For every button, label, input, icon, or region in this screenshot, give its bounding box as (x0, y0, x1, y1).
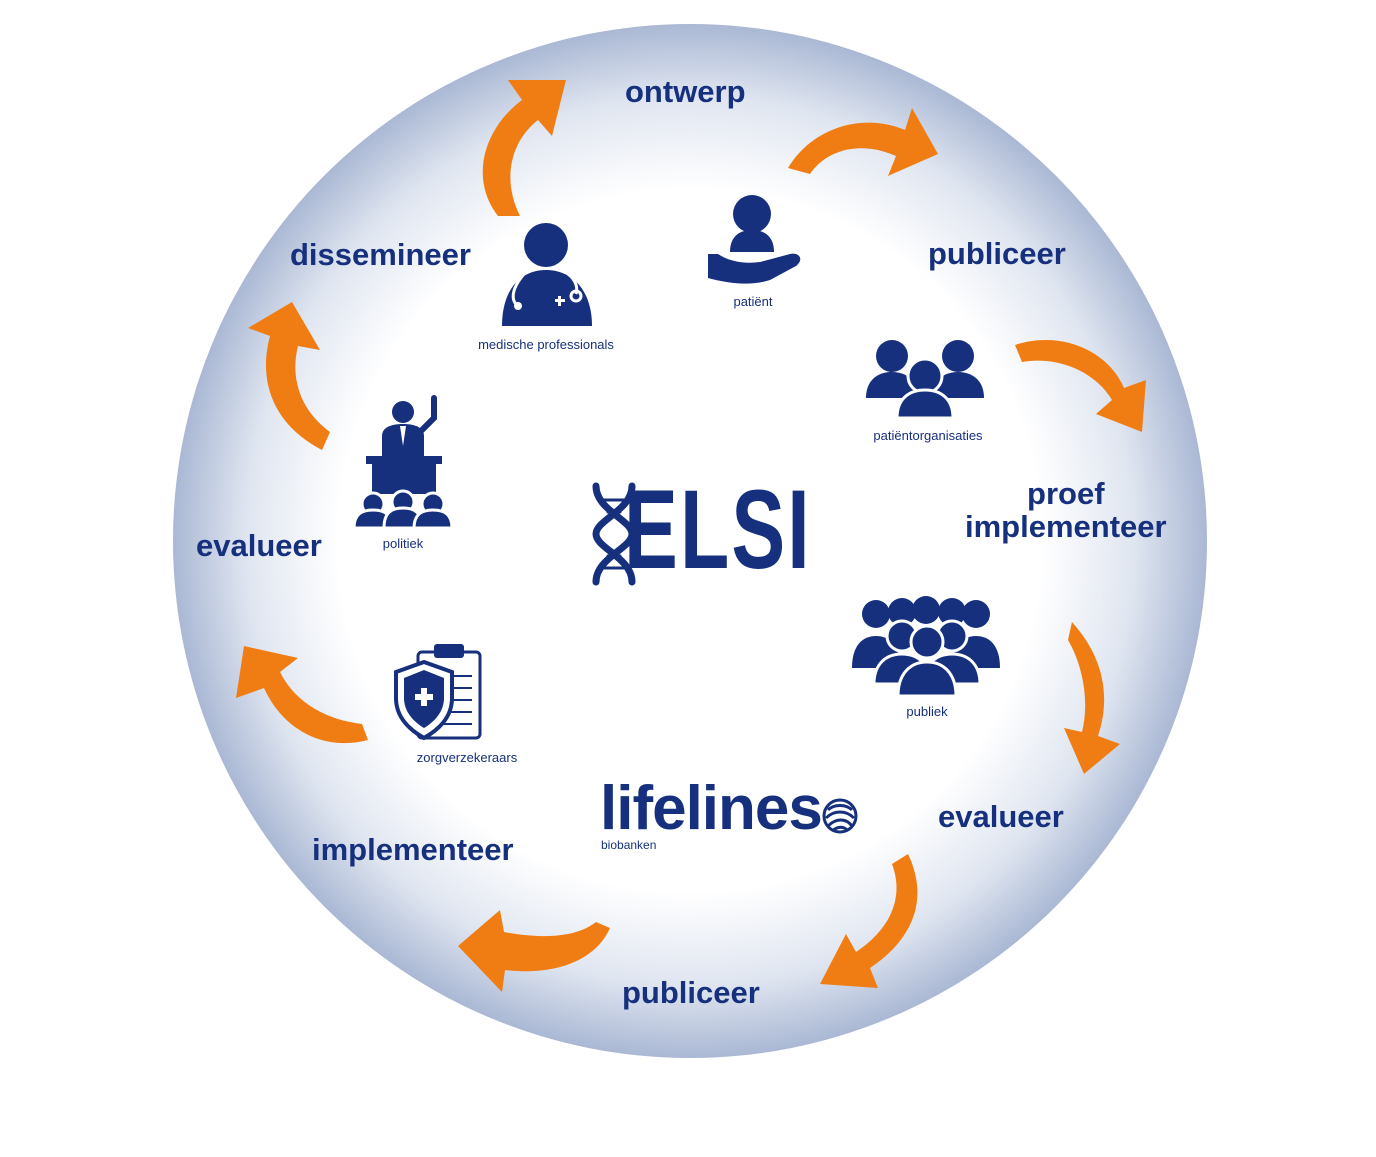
cycle-arrow (1015, 339, 1146, 432)
politician-podium-icon (352, 395, 454, 530)
cycle-arrow (248, 302, 330, 450)
caption-patientorganisaties: patiëntorganisaties (873, 428, 983, 443)
stage-publiceer-label: publiceer (928, 236, 1066, 271)
stage-evalueer-label: evalueer (938, 799, 1064, 834)
lifelines-logo-text: lifelines (600, 774, 823, 843)
cycle-arrow (820, 854, 918, 988)
patient-hand-icon (708, 195, 801, 284)
stage-implementeer-line: implementeer (965, 508, 1167, 544)
caption-medische-professionals: medische professionals (478, 337, 614, 352)
stage-implementeer-label: implementeer (312, 832, 514, 867)
stage-proef-line: proef (1027, 476, 1105, 511)
caption-politiek: politiek (382, 536, 424, 551)
cycle-arrow (1064, 622, 1120, 774)
stage-evalueer-label: evalueer (196, 528, 322, 563)
stage-proef-implementeer-label: proef implementeer (965, 476, 1167, 544)
caption-publiek: publiek (906, 704, 948, 719)
elsi-logo-text: ELSI (624, 467, 812, 592)
stage-ontwerp-label: ontwerp (625, 74, 746, 109)
stage-publiceer-label: publiceer (622, 975, 760, 1010)
caption-patient: patiënt (733, 294, 773, 309)
crowd-icon (852, 596, 1000, 698)
cycle-arrow (458, 910, 610, 992)
dna-helix-icon (592, 482, 636, 586)
cycle-arrow (236, 646, 368, 744)
lifelines-subtitle: biobanken (601, 838, 657, 852)
group-of-three-icon (866, 340, 984, 420)
doctor-icon (502, 223, 592, 326)
insurance-shield-icon (394, 644, 482, 741)
caption-zorgverzekeraars: zorgverzekeraars (416, 750, 518, 765)
stage-dissemineer-label: dissemineer (290, 237, 471, 272)
fingerprint-icon (822, 798, 858, 834)
cycle-arrow (482, 80, 566, 216)
cycle-arrow (788, 108, 938, 176)
